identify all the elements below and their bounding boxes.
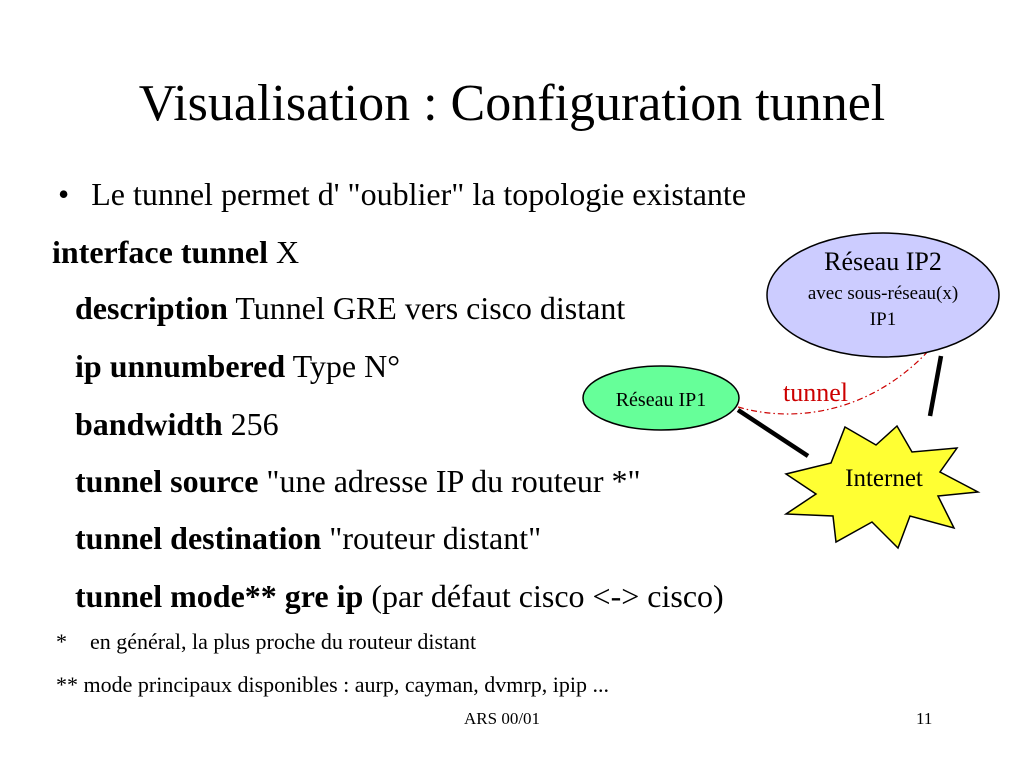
config-line-tunnel-source: tunnel source "une adresse IP du routeur… <box>75 465 641 497</box>
link-net2-internet <box>927 355 944 417</box>
config-value: X <box>267 234 300 270</box>
tunnel-path <box>737 339 939 415</box>
network-ip1-label: Réseau IP1 <box>616 389 707 411</box>
footnote-mark: ** <box>56 672 78 697</box>
config-keyword: tunnel source <box>75 463 259 499</box>
footnote-2: ** mode principaux disponibles : aurp, c… <box>56 674 609 696</box>
footnote-mark: * <box>56 629 67 654</box>
config-keyword: ip unnumbered <box>75 348 286 384</box>
config-keyword: tunnel destination <box>75 520 322 556</box>
config-value: (par défaut cisco <-> cisco) <box>363 578 724 614</box>
network-ip1-node <box>582 365 740 431</box>
footnote-text: mode principaux disponibles : aurp, caym… <box>83 672 609 697</box>
internet-label: Internet <box>845 465 923 492</box>
bullet-symbol: • <box>58 176 70 212</box>
footer-center: ARS 00/01 <box>464 709 541 728</box>
footnote-text: en général, la plus proche du routeur di… <box>90 629 477 654</box>
config-value: "une adresse IP du routeur *" <box>258 463 641 499</box>
config-line-ip-unnumbered: ip unnumbered Type N° <box>75 350 400 382</box>
config-value: Type N° <box>285 348 400 384</box>
network-ip2-title: Réseau IP2 <box>824 247 942 276</box>
slide-title: Visualisation : Configuration tunnel <box>138 75 886 132</box>
config-line-tunnel-destination: tunnel destination "routeur distant" <box>75 522 541 554</box>
config-keyword: bandwidth <box>75 406 223 442</box>
config-line-description: description Tunnel GRE vers cisco distan… <box>75 292 625 324</box>
config-line-tunnel-mode: tunnel mode** gre ip (par défaut cisco <… <box>75 580 724 612</box>
config-keyword: description <box>75 290 228 326</box>
config-keyword: tunnel mode** gre ip <box>75 578 364 614</box>
internet-cloud-shape <box>783 424 981 550</box>
config-value: "routeur distant" <box>321 520 542 556</box>
bullet-line: • Le tunnel permet d' "oublier" la topol… <box>58 178 746 210</box>
bullet-text: Le tunnel permet d' "oublier" la topolog… <box>91 176 747 212</box>
config-value: 256 <box>222 406 279 442</box>
network-ip2-subnet: IP1 <box>870 309 896 330</box>
config-value: Tunnel GRE vers cisco distant <box>227 290 626 326</box>
config-line-interface: interface tunnel X <box>52 236 299 268</box>
config-keyword: interface tunnel <box>52 234 268 270</box>
network-ip2-subtitle: avec sous-réseau(x) <box>808 283 958 304</box>
footnote-1: * en général, la plus proche du routeur … <box>56 629 476 654</box>
network-ip2-node <box>766 232 1000 358</box>
config-line-bandwidth: bandwidth 256 <box>75 408 279 440</box>
page-number: 11 <box>916 709 933 728</box>
tunnel-label: tunnel <box>783 378 848 407</box>
link-net1-internet <box>736 408 810 458</box>
